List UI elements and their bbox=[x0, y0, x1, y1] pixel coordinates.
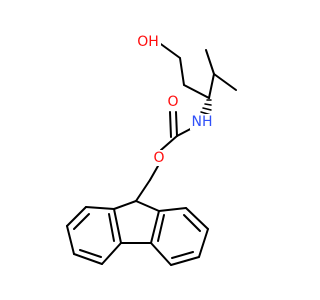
right-ring-1 bbox=[158, 207, 187, 212]
bond-c-o-double-b bbox=[169, 111, 172, 138]
bond-isopropyl-methyl-1 bbox=[205, 49, 215, 75]
bond-o-ch2 bbox=[157, 41, 181, 59]
left-ring-inner-3 bbox=[108, 213, 115, 242]
left-ring-2 bbox=[66, 206, 87, 227]
bond-o-ch2 bbox=[149, 165, 159, 181]
structure-drawing: OH NH O O bbox=[66, 34, 237, 266]
bond-c9-c9a bbox=[113, 200, 137, 210]
bond-isopropyl-methyl-2 bbox=[213, 73, 237, 91]
bond-ch2-fluorenyl-c9 bbox=[135, 179, 151, 202]
bond-stereocenter-isopropyl bbox=[208, 73, 215, 99]
bond-c-o-ester bbox=[160, 135, 178, 151]
hash-2 bbox=[204, 103, 212, 106]
side-chain bbox=[157, 41, 237, 99]
right-ring-3 bbox=[198, 228, 209, 258]
right-ring-6 bbox=[150, 210, 160, 244]
left-ring-4 bbox=[73, 253, 103, 265]
right-ring-4 bbox=[170, 256, 200, 266]
left-ring-3 bbox=[66, 225, 75, 255]
bond-c9-c8a bbox=[135, 200, 160, 212]
right-ring-inner-3 bbox=[157, 214, 165, 242]
ester-oxygen-label: O bbox=[153, 150, 164, 166]
amine-nh-label: NH bbox=[192, 114, 213, 130]
left-ring-5 bbox=[101, 242, 122, 265]
right-ring-inner-1 bbox=[183, 214, 201, 232]
left-ring-inner-2 bbox=[79, 249, 102, 258]
ester-o-label-bg bbox=[152, 150, 166, 166]
right-ring-inner-2 bbox=[171, 251, 194, 259]
carbonyl-oxygen-label: O bbox=[167, 94, 178, 110]
hash-3 bbox=[202, 107, 212, 111]
hashed-wedge-bond bbox=[200, 99, 212, 116]
left-ring-6 bbox=[113, 208, 122, 244]
molecule-canvas: OH NH O O bbox=[66, 34, 237, 266]
carbamate bbox=[135, 111, 199, 202]
nh-label-bg bbox=[190, 114, 214, 130]
bond-c-o-double-a bbox=[175, 111, 178, 137]
right-ring-5 bbox=[150, 242, 172, 266]
left-ring-inner-1 bbox=[73, 213, 90, 230]
left-ring-1 bbox=[85, 206, 115, 210]
bond-ch2-stereocenter bbox=[183, 84, 210, 99]
fluorene bbox=[66, 200, 209, 266]
atom-labels: OH NH O O bbox=[135, 34, 214, 166]
right-ring-2 bbox=[185, 207, 209, 230]
hydroxyl-label: OH bbox=[137, 34, 159, 50]
carbonyl-o-label-bg bbox=[166, 94, 180, 110]
bond-ch2-ch2 bbox=[179, 57, 185, 86]
oh-label-bg bbox=[135, 34, 161, 50]
